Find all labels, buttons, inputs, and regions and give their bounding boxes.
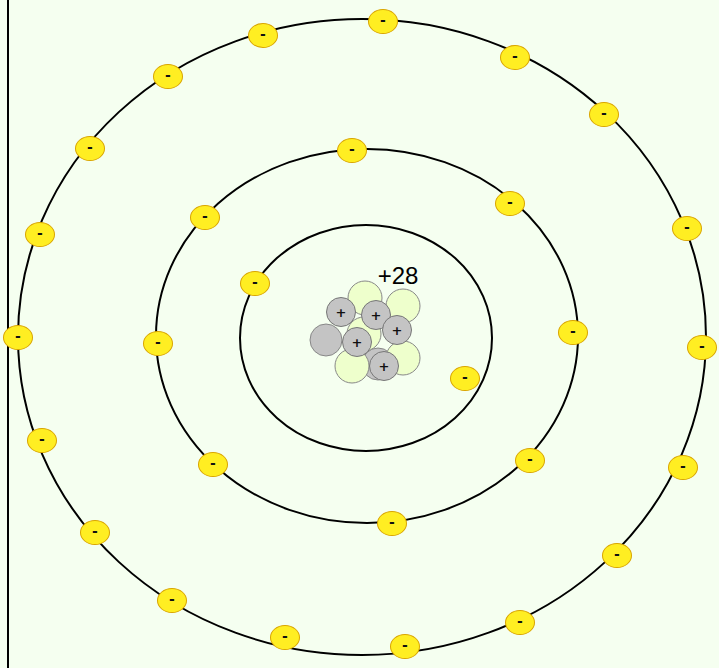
charge-sign: -: [202, 209, 208, 223]
charge-sign: -: [684, 220, 690, 234]
charge-sign: -: [517, 614, 523, 628]
inner-shell: [240, 225, 492, 451]
electron: -: [190, 205, 220, 230]
charge-sign: +: [379, 360, 390, 373]
electron: -: [27, 428, 57, 453]
electron: -: [505, 610, 535, 635]
electron: -: [80, 520, 110, 545]
charge-sign: -: [210, 456, 216, 470]
electron: -: [390, 634, 420, 659]
charge-sign: -: [169, 592, 175, 606]
electron: -: [337, 138, 367, 163]
electron: -: [240, 271, 270, 296]
proton: +: [382, 315, 412, 345]
electron: -: [495, 191, 525, 216]
charge-sign: -: [527, 452, 533, 466]
electron: -: [143, 331, 173, 356]
charge-sign: +: [352, 336, 363, 349]
proton: +: [369, 351, 399, 381]
electron: -: [602, 543, 632, 568]
charge-sign: -: [92, 524, 98, 538]
proton: +: [342, 327, 372, 357]
electron: -: [672, 216, 702, 241]
charge-sign: +: [336, 306, 347, 319]
charge-sign: +: [392, 324, 403, 337]
charge-sign: -: [260, 27, 266, 41]
charge-sign: -: [282, 629, 288, 643]
electron: -: [589, 102, 619, 127]
electron: -: [668, 455, 698, 480]
charge-sign: -: [402, 638, 408, 652]
charge-sign: +: [371, 309, 382, 322]
electron: -: [198, 452, 228, 477]
charge-sign: -: [680, 459, 686, 473]
electron: -: [248, 23, 278, 48]
charge-sign: -: [507, 195, 513, 209]
charge-sign: -: [614, 547, 620, 561]
electron: -: [25, 222, 55, 247]
charge-sign: -: [252, 275, 258, 289]
electron: -: [450, 366, 480, 391]
electron: -: [558, 320, 588, 345]
charge-sign: -: [462, 370, 468, 384]
nucleus: [310, 281, 420, 383]
electron: -: [368, 9, 398, 34]
charge-sign: -: [601, 106, 607, 120]
electron: -: [270, 625, 300, 650]
charge-sign: -: [699, 339, 705, 353]
charge-sign: -: [155, 335, 161, 349]
charge-sign: -: [570, 324, 576, 338]
charge-sign: -: [389, 515, 395, 529]
electron: -: [377, 511, 407, 536]
charge-sign: -: [380, 13, 386, 27]
electron: -: [3, 325, 33, 350]
charge-sign: -: [15, 329, 21, 343]
electron: -: [500, 45, 530, 70]
nuclear-charge: +28: [378, 262, 419, 290]
electron: -: [75, 136, 105, 161]
outer-shell: [18, 19, 706, 655]
charge-sign: -: [165, 68, 171, 82]
middle-shell: [156, 149, 578, 523]
charge-sign: -: [349, 142, 355, 156]
charge-sign: -: [37, 226, 43, 240]
charge-sign: -: [39, 432, 45, 446]
electron: -: [153, 64, 183, 89]
electron: -: [157, 588, 187, 613]
electron: -: [515, 448, 545, 473]
proton: +: [326, 297, 356, 327]
electron: -: [687, 335, 717, 360]
charge-sign: -: [512, 49, 518, 63]
charge-sign: -: [87, 140, 93, 154]
